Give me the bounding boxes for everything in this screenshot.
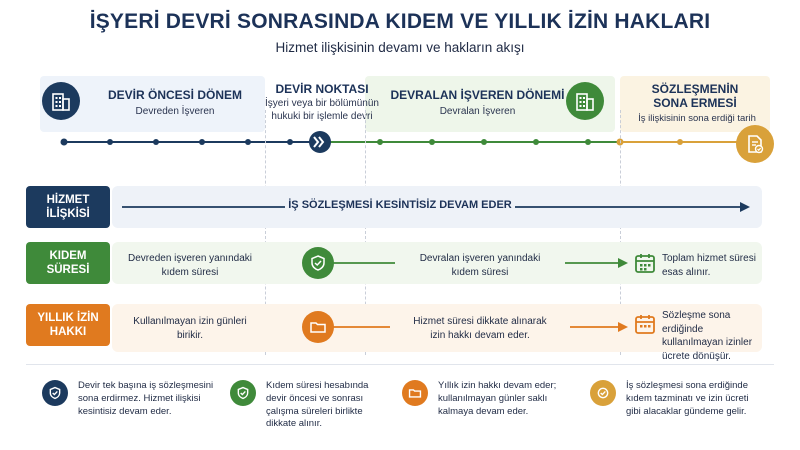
divider-end — [620, 110, 621, 355]
divider-after — [365, 110, 366, 355]
divider-before — [265, 110, 266, 355]
phase-title-before: DEVİR ÖNCESİ DÖNEM — [107, 88, 242, 102]
page-subtitle: Hizmet ilişkisinin devamı ve hakların ak… — [275, 40, 525, 55]
shield-check-icon — [302, 247, 334, 279]
phase-sub-transfer-2: hukuki bir işlemle devri — [271, 111, 373, 122]
bottom-divider — [26, 364, 774, 365]
phase-sub-before: Devreden İşveren — [135, 106, 215, 117]
shield-icon-green — [230, 380, 256, 406]
phase-sub-transfer-1: İşyeri veya bir bölümünün — [265, 98, 379, 109]
note-3: Yıllık izin hakkı devam eder;kullanılmay… — [438, 380, 557, 417]
building-icon — [42, 82, 80, 120]
phase-title-end-2: SONA ERMESİ — [653, 96, 737, 110]
phase-title-transfer: DEVİR NOKTASI — [275, 82, 369, 96]
calendar-orange-icon — [634, 313, 656, 340]
folder-icon-small — [402, 380, 428, 406]
phase-title-after: DEVRALAN İŞVEREN DÖNEMİ — [390, 88, 565, 102]
hizmet-text: İŞ SÖZLEŞMESİ KESİNTİSİZ DEVAM EDER — [285, 199, 515, 211]
building-icon-green — [566, 82, 604, 120]
folder-icon — [302, 311, 334, 343]
document-check-icon — [736, 125, 774, 163]
shield-icon-navy — [42, 380, 68, 406]
phase-sub-after: Devralan İşveren — [439, 106, 516, 117]
timeline — [60, 131, 740, 153]
calendar-icon — [634, 252, 656, 279]
phase-bg-end — [620, 76, 770, 132]
money-check-icon — [590, 380, 616, 406]
page-title: İŞYERİ DEVRİ SONRASINDA KIDEM VE YILLIK … — [89, 10, 711, 33]
phase-title-end-1: SÖZLEŞMENİN — [651, 82, 739, 96]
phase-sub-end: İş ilişkisinin sona erdiği tarih — [638, 113, 756, 124]
